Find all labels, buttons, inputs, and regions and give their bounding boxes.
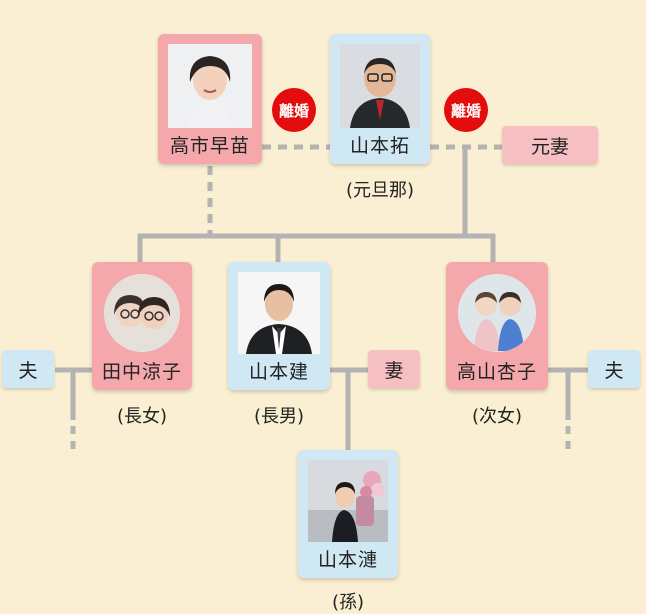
person-name-takaichi: 高市早苗 — [158, 131, 262, 158]
caption-ren: (孫) — [298, 588, 398, 614]
person-name-ren: 山本漣 — [298, 545, 398, 572]
portrait-child-flowers-icon — [308, 460, 388, 542]
portrait-woman-icon — [168, 44, 252, 128]
person-card-tanaka[interactable]: 田中涼子 — [92, 262, 192, 390]
person-name-taku: 山本拓 — [330, 131, 430, 158]
portrait-two-women-icon — [104, 274, 180, 352]
former-wife-box[interactable]: 元妻 — [502, 126, 598, 164]
person-name-tanaka: 田中涼子 — [92, 357, 192, 384]
caption-ken: (長男) — [228, 402, 330, 428]
husband-box-left[interactable]: 夫 — [2, 350, 54, 388]
caption-takayama: (次女) — [446, 402, 548, 428]
person-name-ken: 山本建 — [228, 357, 330, 384]
portrait-takayama — [458, 274, 536, 352]
person-card-ken[interactable]: 山本建 — [228, 262, 330, 390]
person-card-takayama[interactable]: 高山杏子 — [446, 262, 548, 390]
caption-taku: (元旦那) — [330, 176, 430, 202]
person-card-takaichi[interactable]: 高市早苗 — [158, 34, 262, 164]
caption-tanaka: (長女) — [92, 402, 192, 428]
portrait-taku — [340, 44, 420, 128]
divorce-badge-right: 離婚 — [444, 88, 488, 132]
portrait-man-suit-icon — [238, 272, 320, 354]
person-name-takayama: 高山杏子 — [446, 357, 548, 384]
wife-box[interactable]: 妻 — [368, 350, 420, 388]
divorce-badge-left: 離婚 — [272, 88, 316, 132]
person-card-taku[interactable]: 山本拓 — [330, 34, 430, 164]
portrait-ken — [238, 272, 320, 354]
husband-box-right[interactable]: 夫 — [588, 350, 640, 388]
portrait-children-icon — [458, 274, 536, 352]
portrait-ren — [308, 460, 388, 542]
person-card-ren[interactable]: 山本漣 — [298, 450, 398, 578]
portrait-takaichi — [168, 44, 252, 128]
portrait-tanaka — [104, 274, 180, 352]
portrait-man-icon — [340, 44, 420, 128]
